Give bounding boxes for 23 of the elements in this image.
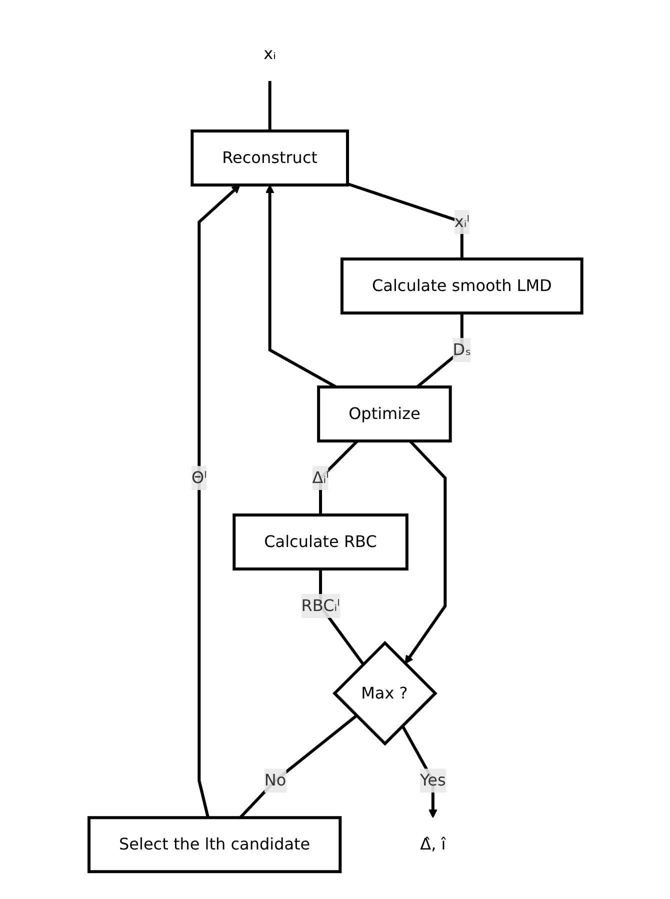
connector — [346, 182, 463, 260]
connector — [268, 81, 271, 132]
edge-label: RBCᵢˡ — [300, 596, 340, 616]
edge-label: Yes — [420, 770, 446, 790]
connector — [238, 714, 357, 819]
node-box: Calculate smooth LMD — [340, 258, 583, 315]
node-box: Calculate RBC — [232, 514, 408, 571]
edge-label: Θˡ — [191, 468, 206, 488]
connector — [416, 313, 463, 388]
edge-label: Dₛ — [452, 340, 471, 360]
arrow — [197, 184, 240, 818]
edge-label: xᵢˡ — [454, 212, 469, 232]
arrow — [404, 440, 446, 664]
node-text: Δ̂, ı̂ — [420, 834, 446, 854]
node-box: Reconstruct — [190, 130, 349, 187]
node-diamond: Max ? — [332, 641, 437, 746]
node-box: Optimize — [316, 386, 452, 443]
arrow — [265, 184, 336, 388]
edge-label: No — [264, 770, 286, 790]
edge-label: Δᵢˡ — [312, 468, 328, 488]
node-box: Select the lth candidate — [87, 816, 342, 874]
connector — [318, 440, 358, 516]
node-text: xᵢ — [263, 44, 276, 64]
